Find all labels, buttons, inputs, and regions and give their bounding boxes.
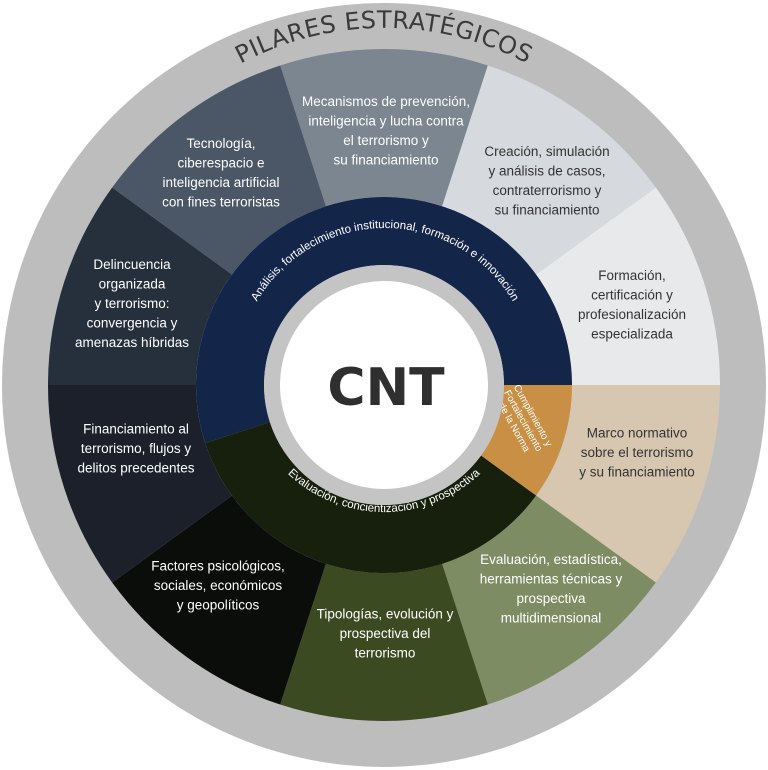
pillar-label-6: Tipologías, evolución y prospectiva del te… [317, 607, 454, 661]
pillar-label-line: Financiamiento al [83, 422, 189, 437]
pillar-label-line: y su financiamiento [579, 465, 695, 480]
pillar-label-line: y geopolíticos [177, 598, 260, 613]
pillar-label-line: contraterrorismo y [493, 183, 602, 198]
pillar-label-line: profesionalización [578, 307, 686, 322]
pillar-label-7: Factores psicológicos, sociales, económic… [151, 559, 285, 613]
pillar-label-line: inteligencia y lucha contra [308, 113, 464, 128]
pillar-label-2: Creación, simulación y análisis de casos,… [484, 144, 609, 218]
pillar-label-5: Evaluación, estadística, herramientas téc… [480, 552, 623, 626]
center-disc [280, 281, 488, 489]
pillar-label-8: Financiamiento al terrorismo, flujos y del… [77, 422, 194, 476]
pillar-label-line: delitos precedentes [77, 461, 194, 476]
pillar-label-line: ciberespacio e [177, 155, 264, 170]
pillar-label-line: Tecnología, [186, 136, 255, 151]
pillar-label-line: Marco normativo [587, 426, 688, 441]
pillar-label-line: especializada [591, 326, 673, 341]
band-analysis [195, 197, 572, 444]
pillar-label-3: Formación, certificación y profesionalizac… [578, 268, 686, 342]
pillar-label-9: Delincuencia organizada y terrorismo: conve… [75, 257, 189, 350]
inner-bands [195, 197, 572, 574]
pillar-label-line: su financiamiento [333, 152, 438, 167]
pillar-segment-10 [112, 65, 326, 275]
pillar-label-1: Mecanismos de prevención, inteligencia y … [302, 94, 470, 168]
pillar-segment-9 [48, 187, 232, 385]
pillar-label-line: Factores psicológicos, [151, 559, 285, 574]
pillar-label-line: convergencia y [87, 316, 178, 331]
pillar-label-line: con fines terroristas [162, 194, 280, 209]
pillar-label-line: Delincuencia [93, 257, 171, 272]
band-evaluation [205, 422, 537, 574]
pillar-segment-1 [280, 49, 488, 207]
pillar-segment-3 [536, 187, 720, 385]
band-norma [481, 385, 572, 496]
pillar-label-line: Tipologías, evolución y [317, 607, 454, 622]
pillar-segments: Mecanismos de prevención, inteligencia y … [48, 49, 720, 721]
pillar-label-line: certificación y [591, 287, 673, 302]
pillar-label-line: prospectiva del [340, 626, 431, 641]
pillar-label-4: Marco normativo sobre el terrorismo y su f… [579, 426, 695, 480]
pillar-label-line: y análisis de casos, [488, 163, 605, 178]
pillar-label-line: Creación, simulación [484, 144, 609, 159]
pillar-label-line: el terrorismo y [343, 133, 429, 148]
pillar-label-line: multidimensional [501, 610, 602, 625]
pillar-label-10: Tecnología, ciberespacio e inteligencia ar… [162, 136, 280, 210]
pillar-label-line: amenazas híbridas [75, 335, 189, 350]
pillar-segment-4 [536, 385, 720, 583]
pillar-segment-2 [442, 65, 656, 275]
pillar-segment-5 [442, 495, 656, 705]
pillar-label-line: sociales, económicos [154, 578, 283, 593]
pillar-segment-8 [48, 385, 232, 583]
pillar-label-line: herramientas técnicas y [480, 571, 623, 586]
pillar-label-line: y terrorismo: [94, 296, 169, 311]
pillar-label-line: Evaluación, estadística, [480, 552, 622, 567]
pillar-label-line: terrorismo, flujos y [81, 441, 192, 456]
pillar-label-line: su financiamiento [494, 202, 599, 217]
pillar-label-line: organizada [99, 277, 166, 292]
pillar-label-line: Mecanismos de prevención, [302, 94, 470, 109]
pillar-label-line: sobre el terrorismo [581, 445, 694, 460]
pillar-label-line: terrorismo [355, 646, 416, 661]
pillar-label-line: prospectiva [516, 591, 586, 606]
center-label: CNT [327, 358, 445, 418]
pillar-label-line: Formación, [598, 268, 666, 283]
pillar-segment-6 [280, 563, 488, 721]
pillar-segment-7 [112, 495, 326, 705]
pillar-label-line: inteligencia artificial [162, 175, 279, 190]
